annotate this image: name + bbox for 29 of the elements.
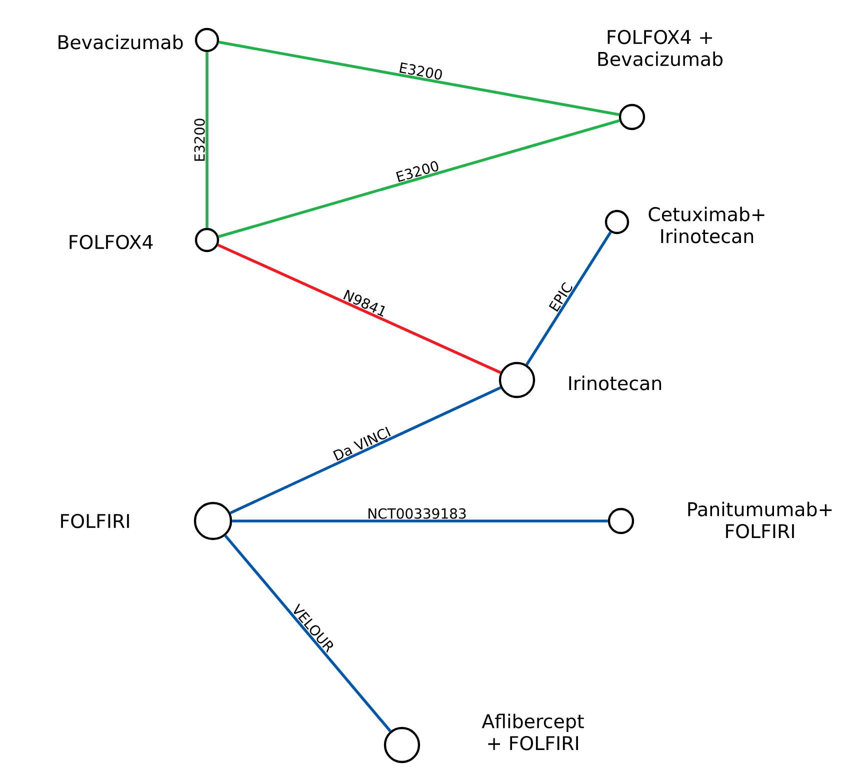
node-circle bbox=[194, 502, 232, 540]
connector-line bbox=[206, 52, 208, 228]
node-label: Irinotecan bbox=[569, 376, 662, 390]
connector-line bbox=[526, 231, 612, 366]
connector-line bbox=[224, 534, 392, 732]
node-label: FOLFIRI bbox=[61, 514, 129, 528]
node-circle bbox=[498, 362, 536, 398]
node-circle bbox=[194, 228, 220, 252]
edge-label: NCT00339183 bbox=[368, 508, 466, 519]
node-circle bbox=[618, 104, 646, 130]
node-circle bbox=[194, 28, 220, 52]
connector-line bbox=[232, 520, 608, 522]
edge-label: E3200 bbox=[396, 161, 438, 182]
node-label: Panitumumab+ FOLFIRI bbox=[688, 502, 832, 538]
node-label: FOLFOX4 + Bevacizumab bbox=[598, 30, 723, 66]
connector-line bbox=[218, 119, 620, 238]
connector-line bbox=[217, 244, 502, 374]
node-label: FOLFOX4 bbox=[70, 234, 153, 250]
connector-line bbox=[230, 386, 502, 514]
edge-label: E3200 bbox=[400, 62, 442, 80]
node-circle bbox=[604, 210, 630, 234]
node-circle bbox=[384, 726, 420, 764]
edge-label: E3200 bbox=[194, 118, 205, 161]
connector-line bbox=[218, 40, 620, 116]
node-label: Cetuximab+ Irinotecan bbox=[648, 206, 764, 244]
node-label: Aflibercept + FOLFIRI bbox=[482, 714, 584, 750]
node-circle bbox=[608, 508, 634, 534]
node-label: Bevacizumab bbox=[58, 34, 183, 50]
edge-label: Da VINCI bbox=[333, 426, 391, 461]
